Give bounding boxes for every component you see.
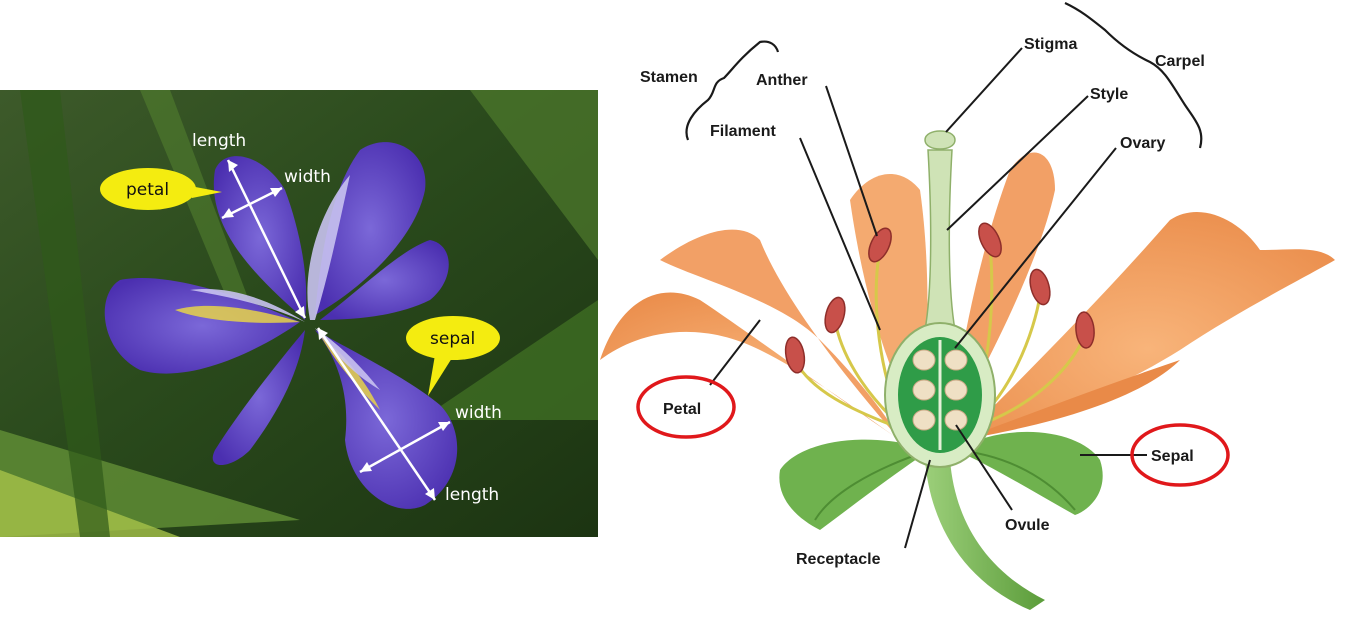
iris-petal — [212, 330, 305, 465]
stigma-label: Stigma — [1024, 36, 1077, 53]
ovules — [912, 349, 968, 431]
stamen-label: Stamen — [640, 69, 698, 86]
petal-callout-text: petal — [126, 180, 169, 200]
iris-petal — [320, 240, 449, 320]
sepal-width-label: width — [455, 403, 502, 423]
iris-photo: length width width length petal sepal — [0, 90, 598, 537]
leaf-blade — [420, 300, 598, 420]
stamen-bracket — [685, 40, 780, 141]
petal-label: Petal — [663, 401, 701, 418]
petal-measurement-arrows — [221, 159, 307, 319]
petal-highlight-circle — [636, 375, 736, 439]
anthers — [784, 222, 1095, 374]
diagram-petal — [660, 229, 900, 440]
sepal-measurement-arrows — [316, 327, 451, 501]
receptacle-label: Receptacle — [796, 551, 881, 568]
style-leader — [946, 95, 1089, 231]
iris-sepal — [104, 278, 301, 374]
sepal-label: Sepal — [1151, 448, 1194, 465]
carpel-bracket — [1064, 2, 1203, 149]
flower-stem — [925, 460, 1045, 610]
anther — [978, 222, 1002, 258]
carpel-stigma — [924, 130, 956, 150]
leaf-blade — [470, 90, 598, 260]
sepal-callout-text: sepal — [430, 329, 475, 349]
filament-leader — [799, 137, 881, 331]
sepal-length-label: length — [445, 485, 499, 505]
anther — [1029, 268, 1051, 306]
diagram-sepal — [955, 431, 1103, 515]
style-label: Style — [1090, 86, 1128, 103]
anther — [824, 296, 846, 334]
ovule-leader — [955, 424, 1013, 511]
anther — [1075, 311, 1095, 349]
sepal-callout: sepal — [406, 316, 500, 396]
carpel-style — [924, 149, 956, 331]
diagram-petal — [960, 211, 1335, 440]
anther-leader — [825, 85, 878, 237]
flower-diagram: Stamen Anther Filament Stigma Carpel Sty… — [600, 2, 1335, 610]
petal-length-label: length — [192, 131, 246, 151]
diagram-petal — [600, 292, 900, 440]
iris-petal — [213, 156, 307, 320]
ovule-label: Ovule — [1005, 517, 1050, 534]
leaf-blade — [20, 90, 110, 537]
stigma-leader — [945, 47, 1023, 133]
petal-width-label: width — [284, 167, 331, 187]
iris-sepal-signal — [175, 305, 300, 323]
ovary-leader — [954, 147, 1117, 349]
petal-callout: petal — [100, 168, 222, 210]
iris-style-arm — [190, 289, 305, 322]
diagram-petal — [960, 360, 1180, 440]
receptacle-leader — [904, 459, 931, 549]
iris-style-arm — [307, 175, 350, 320]
ovary-label: Ovary — [1120, 135, 1165, 152]
sepal-highlight-circle — [1130, 423, 1230, 487]
petal-leader — [709, 319, 761, 386]
iris-style-arm — [315, 328, 380, 390]
filament-label: Filament — [710, 123, 776, 140]
anther-label: Anther — [756, 72, 808, 89]
leaf-blade — [140, 90, 260, 330]
anther — [868, 227, 892, 263]
anther — [784, 336, 806, 374]
carpel-label: Carpel — [1155, 53, 1205, 70]
